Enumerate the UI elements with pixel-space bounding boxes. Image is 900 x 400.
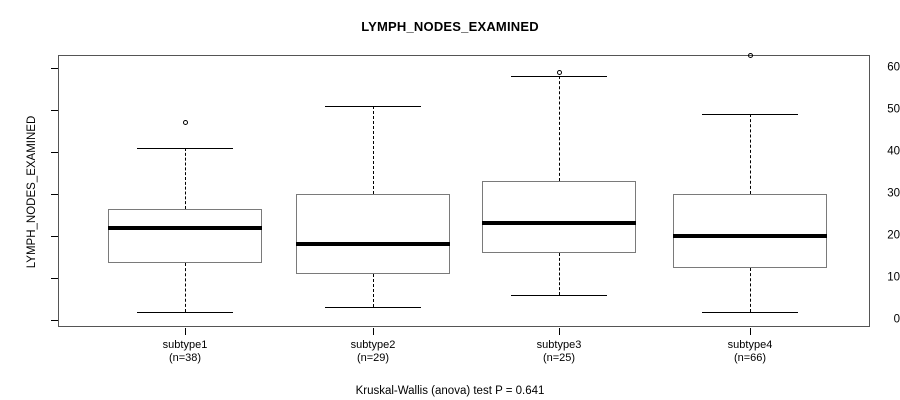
- category-count: (n=66): [733, 352, 767, 364]
- y-tick-label: 60: [887, 61, 900, 74]
- x-axis-label-subtype2: subtype2(n=29): [293, 339, 453, 365]
- median-line: [482, 221, 636, 226]
- y-tick-mark: [51, 110, 58, 111]
- x-tick-mark: [750, 328, 751, 335]
- y-tick-mark: [51, 236, 58, 237]
- box-subtype4: [673, 194, 827, 268]
- whisker-cap-upper: [325, 105, 421, 107]
- category-count: (n=29): [356, 352, 390, 364]
- category-count: (n=38): [168, 352, 202, 364]
- whisker-cap-lower: [702, 311, 798, 313]
- median-line: [108, 225, 262, 230]
- box-subtype3: [482, 181, 636, 253]
- whisker-lower: [750, 267, 751, 312]
- whisker-cap-lower: [325, 307, 421, 309]
- median-line: [296, 242, 450, 247]
- whisker-cap-upper: [702, 114, 798, 116]
- statistical-test-annotation: Kruskal-Wallis (anova) test P = 0.641: [355, 385, 545, 397]
- whisker-cap-lower: [137, 311, 233, 313]
- y-tick-mark: [51, 194, 58, 195]
- y-tick-label: 20: [887, 229, 900, 242]
- plot-area: [58, 55, 870, 327]
- y-tick-label: 0: [893, 313, 900, 326]
- whisker-lower: [373, 273, 374, 308]
- y-tick-mark: [51, 68, 58, 69]
- x-axis-label-subtype1: subtype1(n=38): [105, 339, 265, 365]
- category-name: subtype1: [162, 339, 208, 351]
- whisker-upper: [185, 147, 186, 209]
- y-tick-label: 30: [887, 187, 900, 200]
- whisker-cap-upper: [511, 76, 607, 78]
- whisker-cap-upper: [137, 147, 233, 149]
- category-count: (n=25): [542, 352, 576, 364]
- category-name: subtype4: [727, 339, 773, 351]
- whisker-upper: [750, 114, 751, 194]
- x-axis-label-subtype4: subtype4(n=66): [670, 339, 830, 365]
- median-line: [673, 234, 827, 238]
- x-tick-mark: [185, 328, 186, 335]
- y-tick-mark: [51, 152, 58, 153]
- x-tick-mark: [373, 328, 374, 335]
- box-subtype2: [296, 194, 450, 274]
- outlier-point: [556, 69, 562, 75]
- y-tick-label: 40: [887, 145, 900, 158]
- category-name: subtype3: [536, 339, 582, 351]
- y-axis-title: LYMPH_NODES_EXAMINED: [26, 115, 38, 269]
- whisker-lower: [185, 263, 186, 312]
- box-subtype1: [108, 208, 262, 264]
- y-tick-label: 50: [887, 103, 900, 116]
- whisker-upper: [373, 105, 374, 194]
- outlier-point: [182, 120, 188, 126]
- y-tick-mark: [51, 278, 58, 279]
- y-tick-mark: [51, 320, 58, 321]
- category-name: subtype2: [350, 339, 396, 351]
- whisker-lower: [559, 252, 560, 295]
- whisker-cap-lower: [511, 294, 607, 296]
- y-tick-label: 10: [887, 271, 900, 284]
- outlier-point: [747, 52, 753, 58]
- whisker-upper: [559, 76, 560, 182]
- x-axis-label-subtype3: subtype3(n=25): [479, 339, 639, 365]
- x-tick-mark: [559, 328, 560, 335]
- chart-title: LYMPH_NODES_EXAMINED: [361, 19, 539, 34]
